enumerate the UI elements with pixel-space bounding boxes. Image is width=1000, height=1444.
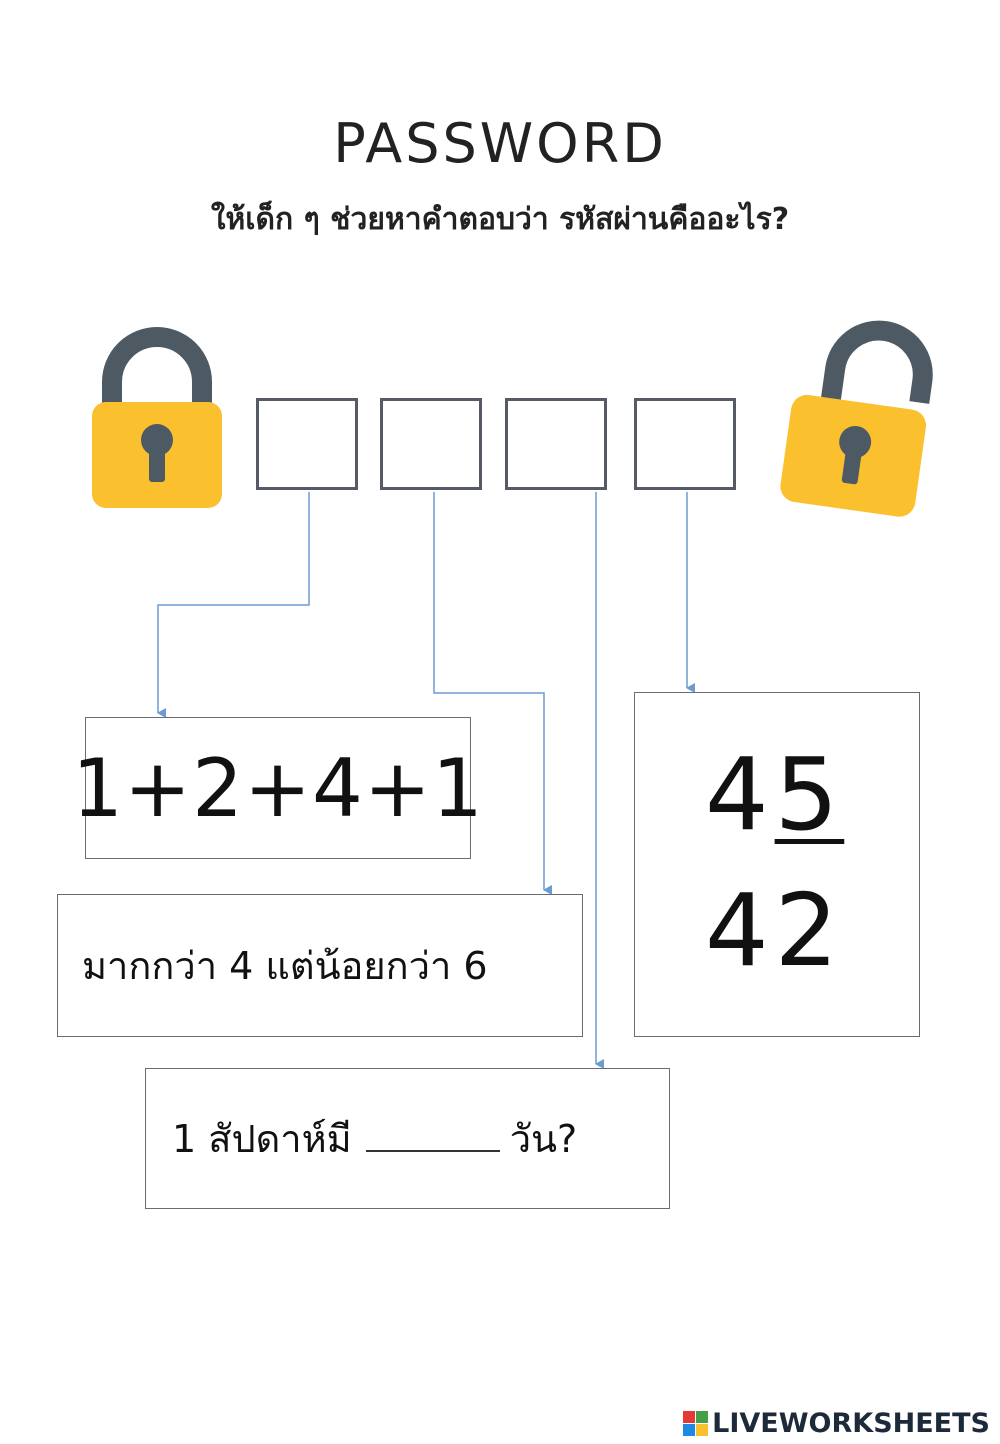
password-digit-1[interactable] bbox=[256, 398, 359, 490]
password-digit-4[interactable] bbox=[634, 398, 737, 490]
instructions: ให้เด็ก ๆ ช่วยหาคำตอบว่า รหัสผ่านคืออะไร… bbox=[210, 202, 790, 237]
clue-week-prefix: 1 สัปดาห์มี bbox=[172, 1117, 352, 1161]
password-digit-2-input[interactable] bbox=[383, 401, 483, 489]
subtraction-top: 45 bbox=[705, 745, 844, 845]
subtraction-bottom: 42 bbox=[705, 872, 845, 989]
padlock-open-icon bbox=[780, 320, 933, 517]
footer-brand-text: LIVEWORKSHEETS bbox=[712, 1408, 990, 1439]
clue-sum: 1+2+4+1 bbox=[72, 717, 483, 859]
clue-week-suffix: วัน? bbox=[509, 1117, 578, 1161]
subtraction-top-value: 45 bbox=[705, 736, 845, 853]
arrow-box1-to-sum bbox=[157, 492, 310, 718]
clue-range: มากกว่า 4 แต่น้อยกว่า 6 bbox=[57, 894, 583, 1037]
clue-sum-text: 1+2+4+1 bbox=[72, 741, 484, 835]
subtraction-top-underlined-digit: 5 bbox=[774, 736, 845, 853]
password-digit-3[interactable] bbox=[505, 398, 608, 490]
page-title: PASSWORD bbox=[333, 112, 667, 175]
password-digit-3-input[interactable] bbox=[508, 401, 608, 489]
password-digit-4-input[interactable] bbox=[637, 401, 737, 489]
footer-brand: LIVEWORKSHEETS bbox=[683, 1408, 990, 1439]
clue-range-text: มากกว่า 4 แต่น้อยกว่า 6 bbox=[82, 944, 488, 988]
arrow-box2-to-range bbox=[433, 492, 552, 895]
blank-line bbox=[365, 1126, 500, 1152]
clue-week: 1 สัปดาห์มี วัน? bbox=[145, 1068, 670, 1209]
padlock-closed-icon bbox=[92, 327, 222, 508]
password-digit-1-input[interactable] bbox=[259, 401, 359, 489]
liveworksheets-logo-icon bbox=[683, 1411, 709, 1436]
password-digit-2[interactable] bbox=[380, 398, 483, 490]
clue-subtraction: 45 42 bbox=[634, 692, 920, 1037]
